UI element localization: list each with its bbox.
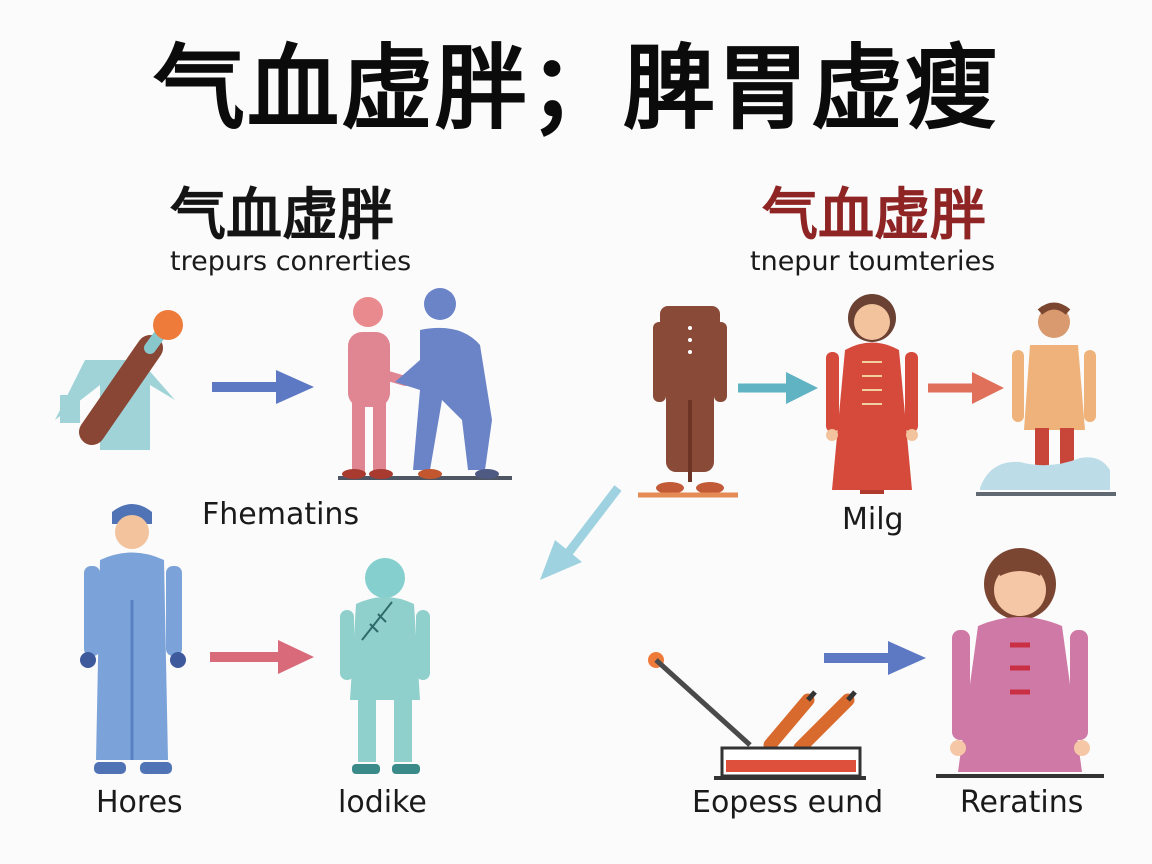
arrow-right-pink [210,640,314,674]
page-title: 气血虚胖；脾胃虚瘦 [152,35,999,142]
arrow-right-teal [738,372,818,404]
caption-fhematins: Fhematins [202,497,360,532]
arrow-diagonal-lightblue [540,485,622,580]
caption-lodike: lodike [338,785,427,820]
left-section-subtitle: trepurs conrerties [170,246,412,277]
arrow-right-blue-1 [212,370,314,404]
right-section-title: 气血虚胖 [762,183,986,248]
suit-figure-icon [638,306,738,498]
arrow-right-red [928,372,1004,404]
right-section-subtitle: tnepur toumteries [750,246,996,277]
caption-eopess-eund: Eopess eund [692,785,884,820]
worker-figure-icon [80,504,186,774]
patient-figure-icon [340,558,430,774]
left-section-title: 气血虚胖 [170,183,394,248]
caption-reratins: Reratins [960,785,1084,820]
boy-figure-icon [976,302,1116,496]
brush-tool-icon [55,310,183,450]
woman-pink-icon [936,548,1104,778]
caption-milg: Milg [842,502,904,537]
robe-woman-icon [826,294,918,494]
arrow-right-blue-2 [824,641,926,675]
caption-hores: Hores [96,785,183,820]
instruments-icon [648,652,866,780]
helping-people-icon [338,288,512,480]
